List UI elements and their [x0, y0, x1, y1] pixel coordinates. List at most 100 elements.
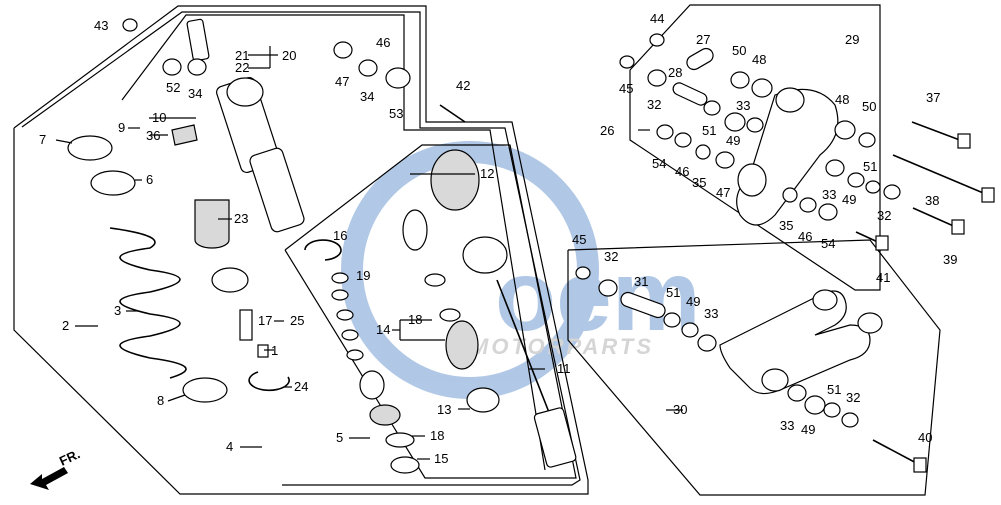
- ring-15: [390, 456, 420, 474]
- seal-13: [466, 387, 500, 413]
- bolt-38: [892, 154, 989, 196]
- callout-37: 37: [926, 90, 940, 105]
- callout-47a: 47: [335, 74, 349, 89]
- seal-46b: [799, 197, 817, 213]
- callout-4: 4: [226, 439, 233, 454]
- collar-49d: [804, 395, 826, 415]
- callout-49d: 49: [801, 422, 815, 437]
- lock-nut-7: [67, 135, 113, 161]
- valve-20: [186, 18, 210, 62]
- bolt-37-head: [957, 133, 971, 149]
- seal-32c: [598, 279, 618, 297]
- callout-34b: 34: [360, 89, 374, 104]
- spring-collar-8: [182, 377, 228, 403]
- assembly-outline-30: [567, 239, 941, 496]
- arm-bore-left: [737, 163, 767, 197]
- top-eye: [226, 77, 264, 107]
- collar-27: [686, 47, 714, 71]
- front-direction-marker: FR.: [30, 446, 82, 490]
- collar-34: [187, 58, 207, 76]
- shock-link-assembly: [575, 266, 883, 428]
- callout-54b: 54: [821, 236, 835, 251]
- bolt-40: [872, 439, 921, 466]
- ring-54: [656, 124, 674, 140]
- nut-44: [649, 33, 665, 47]
- damper-body: [186, 18, 305, 392]
- callout-50b: 50: [862, 99, 876, 114]
- dust-seal-34: [358, 59, 378, 77]
- damper-body-lower: [249, 147, 305, 233]
- callout-46b: 46: [675, 164, 689, 179]
- callout-54a: 54: [652, 156, 666, 171]
- seal-50b: [858, 132, 876, 148]
- callout-15: 15: [434, 451, 448, 466]
- collar-49c: [681, 322, 699, 338]
- callout-33c: 33: [704, 306, 718, 321]
- callout-32b: 32: [877, 208, 891, 223]
- shock-link-30: [719, 290, 871, 395]
- assembly-outline-2: [13, 5, 589, 495]
- cap-1: [257, 344, 269, 358]
- callout-41: 41: [876, 270, 890, 285]
- seal-14: [445, 320, 479, 370]
- ring-51c: [663, 312, 681, 328]
- watermark-brand: oem: [495, 240, 701, 352]
- ring-51d: [823, 402, 841, 418]
- callout-33b: 33: [822, 187, 836, 202]
- bump-rubber-23: [194, 199, 230, 249]
- bushing-5: [369, 404, 401, 426]
- seal-cap: [462, 236, 508, 274]
- callout-51d: 51: [827, 382, 841, 397]
- callout-12: 12: [480, 166, 494, 181]
- stopper-ring-24: [248, 371, 290, 392]
- callout-1: 1: [271, 343, 278, 358]
- bearing-33: [724, 112, 746, 132]
- nut-43: [122, 18, 138, 32]
- callout-48b: 48: [835, 92, 849, 107]
- callout-36: 36: [146, 128, 160, 143]
- o-ring-18: [385, 432, 415, 448]
- callout-26: 26: [600, 123, 614, 138]
- callout-6: 6: [146, 172, 153, 187]
- collar-47: [333, 41, 353, 59]
- callout-38: 38: [925, 193, 939, 208]
- callout-9: 9: [118, 120, 125, 135]
- callout-45b: 45: [572, 232, 586, 247]
- callout-33a: 33: [736, 98, 750, 113]
- bolt-42: [439, 104, 466, 123]
- bolt-40-head: [913, 457, 927, 473]
- spring-assembly: [67, 124, 228, 403]
- valve-17: [239, 309, 253, 341]
- washer-s1: [331, 289, 349, 301]
- nut-45: [619, 55, 635, 69]
- collar-35b: [782, 187, 798, 203]
- shock-arm-assembly: [619, 33, 901, 226]
- callout-32a: 32: [647, 97, 661, 112]
- nut-45b: [575, 266, 591, 280]
- arm-bore-top: [775, 87, 805, 113]
- callout-40: 40: [918, 430, 932, 445]
- rod-end-eye: [533, 407, 577, 468]
- callout-18b: 18: [430, 428, 444, 443]
- ring-51: [703, 100, 721, 116]
- callout-5: 5: [336, 430, 343, 445]
- callout-32d: 32: [846, 390, 860, 405]
- callout-35a: 35: [692, 175, 706, 190]
- shock-mount-parts: [122, 18, 466, 123]
- watermark: oem MOTORPARTS: [341, 141, 701, 399]
- bearing-48b: [834, 120, 856, 140]
- callout-13: 13: [437, 402, 451, 417]
- callout-42: 42: [456, 78, 470, 93]
- callout-labels: 1 2 3 4 5 6 7 8 9 10 11 12 13 14 15 16 1…: [39, 11, 957, 466]
- bump-rubber-25: [211, 267, 249, 293]
- oil-seal: [359, 370, 385, 400]
- bolt-38-head: [981, 187, 995, 203]
- callout-49c: 49: [686, 294, 700, 309]
- callout-49a: 49: [726, 133, 740, 148]
- callout-7: 7: [39, 132, 46, 147]
- bearing-33d: [787, 384, 807, 402]
- callout-8: 8: [157, 393, 164, 408]
- callout-23: 23: [234, 211, 248, 226]
- callout-47b: 47: [716, 185, 730, 200]
